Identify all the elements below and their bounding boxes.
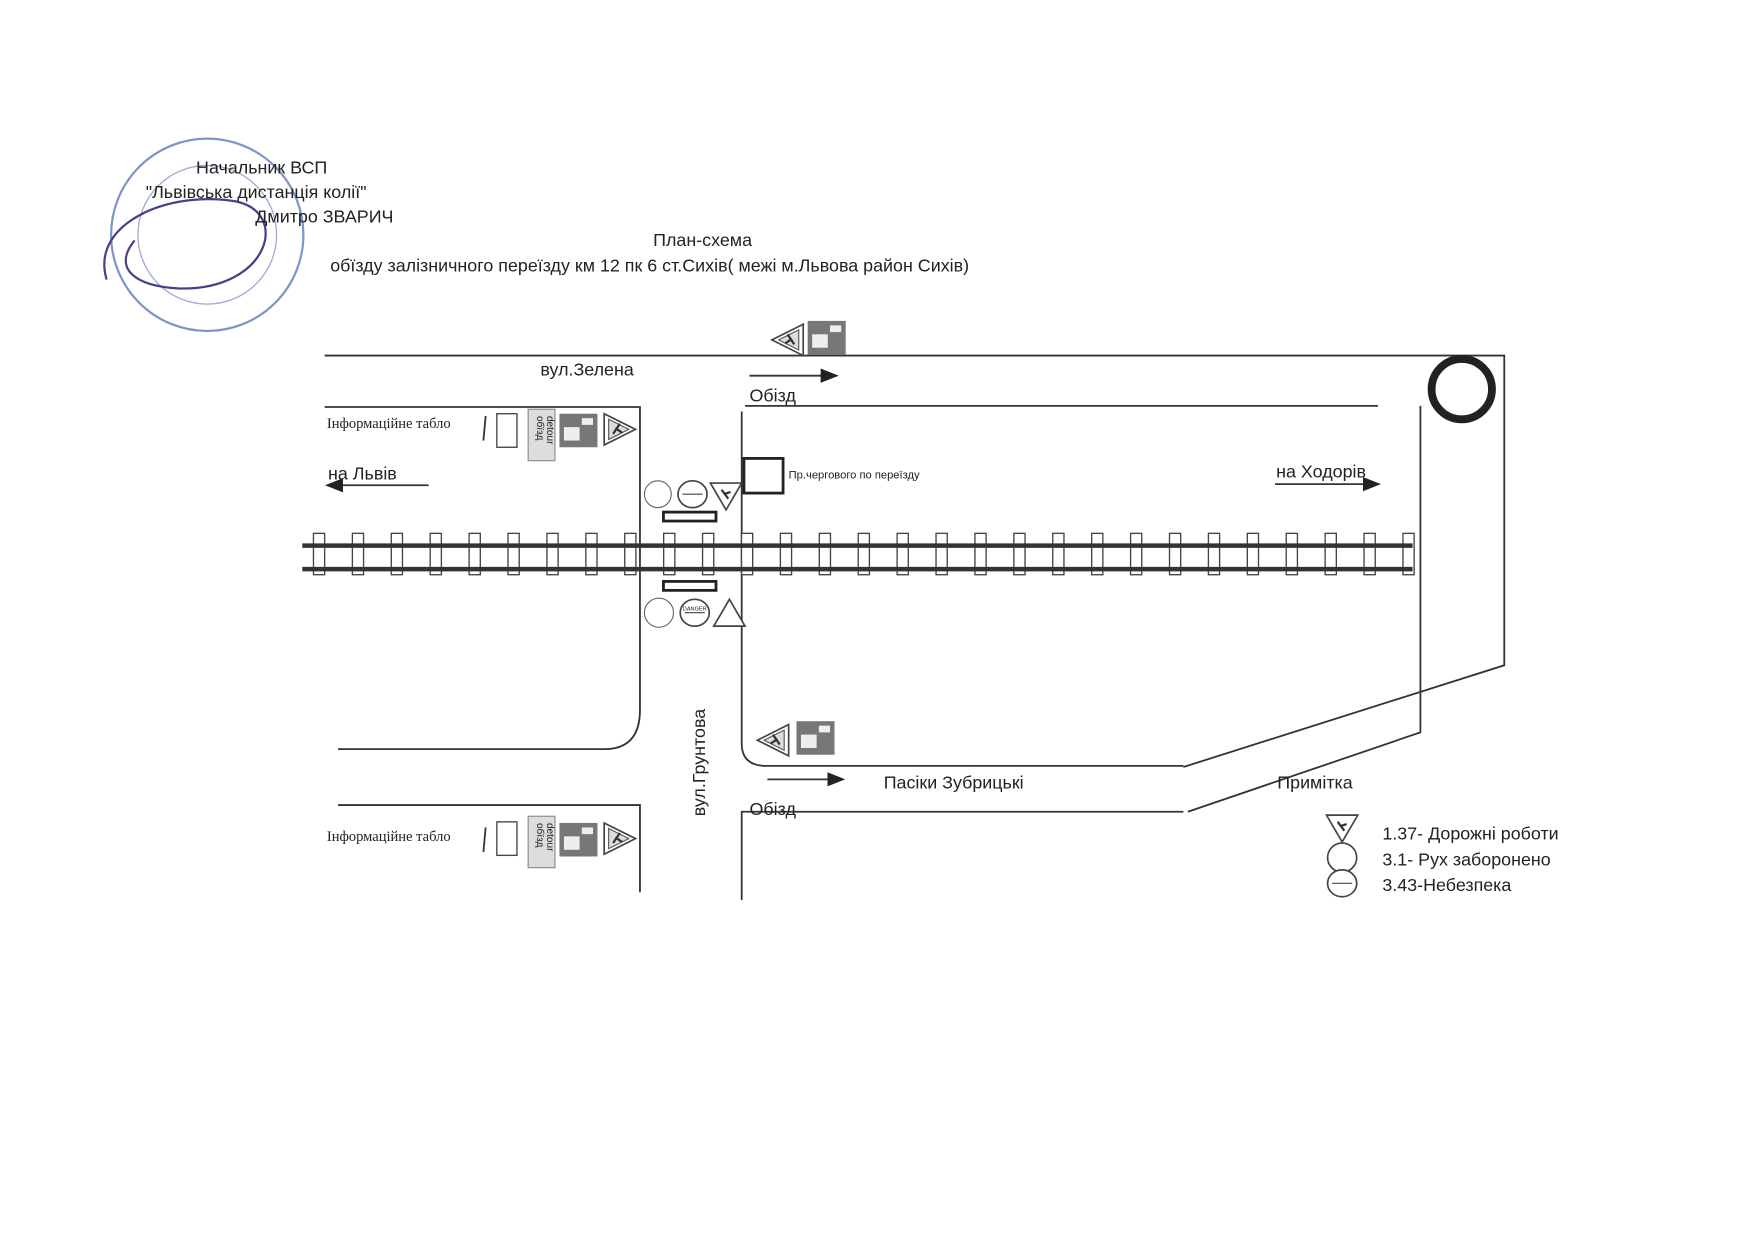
sleeper [818,532,832,576]
approval-name: Дмитро ЗВАРИЧ [255,207,393,227]
roads [324,354,1506,901]
roadworks-sign-icon [709,481,743,511]
approval-title: Начальник ВСП [196,157,327,177]
legend-item: 3.43-Небезпека [1382,875,1511,895]
svg-text:DANGER: DANGER [683,606,707,612]
svg-text:detour: detour [544,416,555,445]
roadworks-sign-icon [603,821,637,856]
detour-label-top: Обізд [750,385,797,405]
svg-text:обїзд: обїзд [534,823,546,848]
sleeper [468,532,481,576]
sleeper [390,532,404,576]
sleeper [740,532,754,576]
legend-item: 1.37- Дорожні роботи [1382,824,1558,844]
barrier-icon [662,510,718,523]
sleeper [857,532,871,576]
sleeper [1052,532,1065,576]
sleeper [1091,532,1104,576]
sleeper [1402,532,1415,576]
sleeper [974,532,987,576]
legend: Примітка 1.37- Дорожні роботи 3.1- Рух з… [1277,772,1559,898]
danger-sign-icon [677,479,708,509]
info-board-label: Інформаційне табло [327,416,451,432]
roadworks-sign-icon [603,412,637,447]
sleeper [1168,532,1182,576]
legend-roadworks-icon [1325,813,1359,844]
scheme-subtitle: обїзду залізничного переїзду км 12 пк 6 … [330,256,969,276]
sleeper [1129,532,1143,576]
info-board-icon [496,413,518,448]
legend-title: Примітка [1277,772,1352,792]
detour-scheme-sign-icon [796,721,835,755]
signature [103,198,267,290]
sleeper [1324,532,1337,576]
no-entry-sign-icon [643,597,675,628]
detour-sign-icon: обїзд detour [527,815,556,869]
detour-scheme-sign-icon [807,320,846,355]
sleeper [779,532,793,576]
sleeper [701,532,715,576]
barrier-icon [662,580,718,592]
sleeper [624,532,637,576]
pasiky-label: Пасіки Зубрицькі [884,772,1024,792]
to-lviv-label: на Львів [328,464,397,484]
legend-no-entry-icon [1326,842,1358,873]
detour-label-bottom: Обізд [750,799,797,819]
to-khodoriv-label: на Ходорів [1276,461,1366,481]
sleeper [1246,532,1260,576]
legend-danger-icon [1326,869,1358,898]
sleeper [351,532,365,576]
sleeper [1363,532,1376,576]
sleeper [1013,532,1026,576]
duty-room-label: Пр.чергового по переїзду [789,470,920,482]
sleeper [429,532,443,576]
railway-sleepers [312,532,1415,576]
official-stamp [103,137,305,333]
street-zelena-label: вул.Зелена [540,360,633,380]
sleeper [935,532,948,576]
roadworks-sign-icon [770,323,805,357]
info-board-label: Інформаційне табло [327,829,451,845]
sleeper [896,532,909,576]
no-entry-sign-icon [643,480,672,509]
detour-scheme-sign-icon [559,413,598,448]
duty-room-box [742,457,785,495]
street-gruntova-label: вул.Грунтова [689,709,709,816]
sleeper [312,532,326,576]
sleeper [1285,532,1299,576]
sleeper [585,532,598,576]
danger-sign-icon: DANGER [679,598,711,627]
approval-org: "Львівська дистанція колії" [146,182,367,202]
svg-text:обїзд: обїзд [534,416,546,441]
detour-sign-icon: обїзд detour [527,408,556,462]
sleeper [1207,532,1221,576]
sleeper [662,532,676,576]
roundabout-icon [1427,355,1496,424]
sleeper [507,532,520,576]
scheme-title: План-схема [653,230,752,250]
info-board-icon [496,821,518,857]
roadworks-sign-icon [712,597,747,627]
sleeper [546,532,559,576]
legend-item: 3.1- Рух заборонено [1382,849,1550,869]
roadworks-sign-icon [756,723,790,757]
svg-text:detour: detour [544,823,555,852]
detour-scheme-sign-icon [559,822,598,857]
